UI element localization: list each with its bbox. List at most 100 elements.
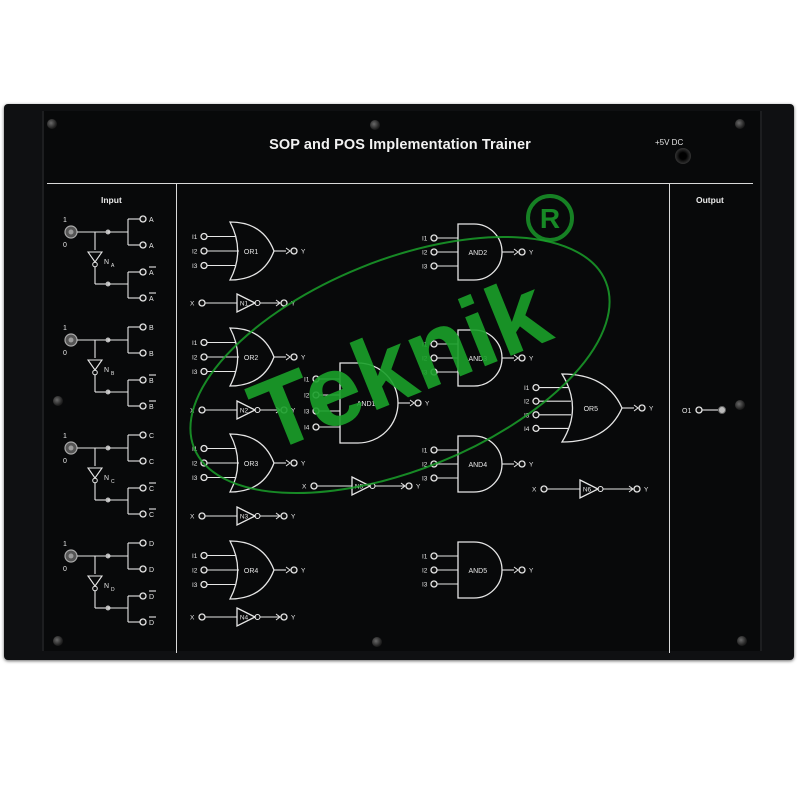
output-socket-c[interactable] bbox=[139, 431, 147, 439]
inverted-socket-a[interactable] bbox=[139, 294, 147, 302]
or5-gate-input-socket[interactable] bbox=[532, 397, 540, 405]
or3-gate-input-socket[interactable] bbox=[200, 444, 208, 453]
or1-gate-input-socket[interactable] bbox=[200, 261, 208, 270]
and3-gate-input-socket[interactable] bbox=[430, 340, 438, 348]
or5-gate-input-socket[interactable] bbox=[532, 424, 540, 433]
or3-gate-input-socket[interactable] bbox=[200, 459, 208, 467]
and5-gate-shape bbox=[457, 541, 503, 599]
input-section-label: Input bbox=[101, 195, 122, 205]
n3-gate-output-socket[interactable] bbox=[280, 512, 288, 520]
and2-gate-input-socket[interactable] bbox=[430, 248, 438, 256]
power-jack[interactable] bbox=[675, 148, 691, 164]
inverted-socket-c[interactable] bbox=[139, 484, 147, 492]
n6-gate-output-socket[interactable] bbox=[633, 485, 641, 493]
and5-gate-input-socket[interactable] bbox=[430, 580, 438, 588]
or4-gate-label: OR4 bbox=[244, 568, 259, 575]
and2-gate-pin-label: I3 bbox=[422, 264, 428, 271]
inverter-label: N bbox=[104, 367, 109, 374]
and1-gate-input-socket[interactable] bbox=[312, 407, 320, 415]
and4-gate-input-socket[interactable] bbox=[430, 460, 438, 468]
or2-gate-pin-label: I1 bbox=[192, 340, 198, 347]
and4-gate-input-socket[interactable] bbox=[430, 474, 438, 482]
and4-gate-pin-label: I1 bbox=[422, 448, 428, 455]
and5-gate-input-socket[interactable] bbox=[430, 566, 438, 574]
or1-gate-output-socket[interactable] bbox=[290, 247, 298, 255]
n5-gate-input-socket[interactable] bbox=[310, 482, 318, 490]
and4-gate-pin-label: I3 bbox=[422, 476, 428, 483]
or4-gate-input-socket[interactable] bbox=[200, 566, 208, 574]
or5-gate-input-socket[interactable] bbox=[532, 383, 540, 392]
output-socket-b[interactable] bbox=[139, 323, 147, 331]
or3-gate-input-socket[interactable] bbox=[200, 473, 208, 482]
n4-gate-output-socket[interactable] bbox=[280, 613, 288, 621]
inverted-label: D bbox=[149, 620, 154, 627]
inverter-sub-label: A bbox=[111, 263, 115, 269]
inverter-sub-label: B bbox=[111, 371, 115, 377]
and3-gate-input-socket[interactable] bbox=[430, 354, 438, 362]
or2-gate-input-socket[interactable] bbox=[200, 353, 208, 361]
or4-gate-pin-label: I1 bbox=[192, 553, 198, 560]
n5-gate-output-socket[interactable] bbox=[405, 482, 413, 490]
inverted-socket-d[interactable] bbox=[139, 618, 147, 626]
and4-gate-output-socket[interactable] bbox=[518, 460, 526, 468]
output-socket-a[interactable] bbox=[139, 241, 147, 249]
output-socket-d[interactable] bbox=[139, 565, 147, 573]
n2-gate-output-socket[interactable] bbox=[280, 406, 288, 414]
toggle-lo-label: 0 bbox=[63, 242, 67, 249]
n6-gate-x-label: X bbox=[532, 487, 537, 494]
or2-gate-input-socket[interactable] bbox=[200, 367, 208, 376]
inverted-socket-b[interactable] bbox=[139, 376, 147, 384]
and5-gate-input-socket[interactable] bbox=[430, 552, 438, 560]
or4-gate-input-socket[interactable] bbox=[200, 551, 208, 560]
n6-gate-input-socket[interactable] bbox=[540, 485, 548, 493]
or5-gate-input-socket[interactable] bbox=[532, 411, 540, 419]
or4-gate-output-socket[interactable] bbox=[290, 566, 298, 574]
or5-gate-pin-label: I2 bbox=[524, 399, 530, 406]
inverted-socket-c[interactable] bbox=[139, 510, 147, 518]
inverted-label: C bbox=[149, 486, 154, 493]
and2-gate-input-socket[interactable] bbox=[430, 234, 438, 242]
and5-gate-label: AND5 bbox=[468, 568, 487, 575]
and1-gate-output-socket[interactable] bbox=[414, 399, 422, 407]
output-socket-a[interactable] bbox=[139, 215, 147, 223]
n2-gate-input-socket[interactable] bbox=[198, 406, 206, 414]
inverted-socket-a[interactable] bbox=[139, 268, 147, 276]
or1-gate-input-socket[interactable] bbox=[200, 247, 208, 255]
toggle-lo-label: 0 bbox=[63, 458, 67, 465]
and1-gate-input-socket[interactable] bbox=[312, 423, 320, 431]
n1-gate-input-socket[interactable] bbox=[198, 299, 206, 307]
and1-gate-pin-label: I3 bbox=[304, 409, 310, 416]
or1-gate-input-socket[interactable] bbox=[200, 232, 208, 241]
or2-gate-input-socket[interactable] bbox=[200, 338, 208, 347]
and1-gate-input-socket[interactable] bbox=[312, 391, 320, 399]
inverted-socket-d[interactable] bbox=[139, 592, 147, 600]
or3-gate-output-socket[interactable] bbox=[290, 459, 298, 467]
output-socket-o1[interactable] bbox=[695, 406, 703, 414]
n3-gate-input-socket[interactable] bbox=[198, 512, 206, 520]
inverter-shape bbox=[86, 575, 104, 587]
and5-gate-output-socket[interactable] bbox=[518, 566, 526, 574]
n2-gate-x-label: X bbox=[190, 408, 195, 415]
and2-gate-input-socket[interactable] bbox=[430, 262, 438, 270]
output-socket-c[interactable] bbox=[139, 457, 147, 465]
n4-gate-input-socket[interactable] bbox=[198, 613, 206, 621]
and3-gate-input-socket[interactable] bbox=[430, 368, 438, 376]
or4-gate-input-socket[interactable] bbox=[200, 580, 208, 589]
screw-bottom-left bbox=[53, 636, 63, 646]
and2-gate-output-socket[interactable] bbox=[518, 248, 526, 256]
and3-gate-output-socket[interactable] bbox=[518, 354, 526, 362]
or5-gate-output-socket[interactable] bbox=[638, 404, 646, 412]
inverter-sub-label: C bbox=[111, 479, 115, 485]
toggle-lo-label: 0 bbox=[63, 350, 67, 357]
or2-gate-output-socket[interactable] bbox=[290, 353, 298, 361]
inverted-socket-b[interactable] bbox=[139, 402, 147, 410]
and4-gate-input-socket[interactable] bbox=[430, 446, 438, 454]
and3-gate-y-label: Y bbox=[529, 356, 534, 363]
output-socket-b[interactable] bbox=[139, 349, 147, 357]
output-socket-d[interactable] bbox=[139, 539, 147, 547]
and1-gate-input-socket[interactable] bbox=[312, 375, 320, 383]
n1-gate-output-socket[interactable] bbox=[280, 299, 288, 307]
